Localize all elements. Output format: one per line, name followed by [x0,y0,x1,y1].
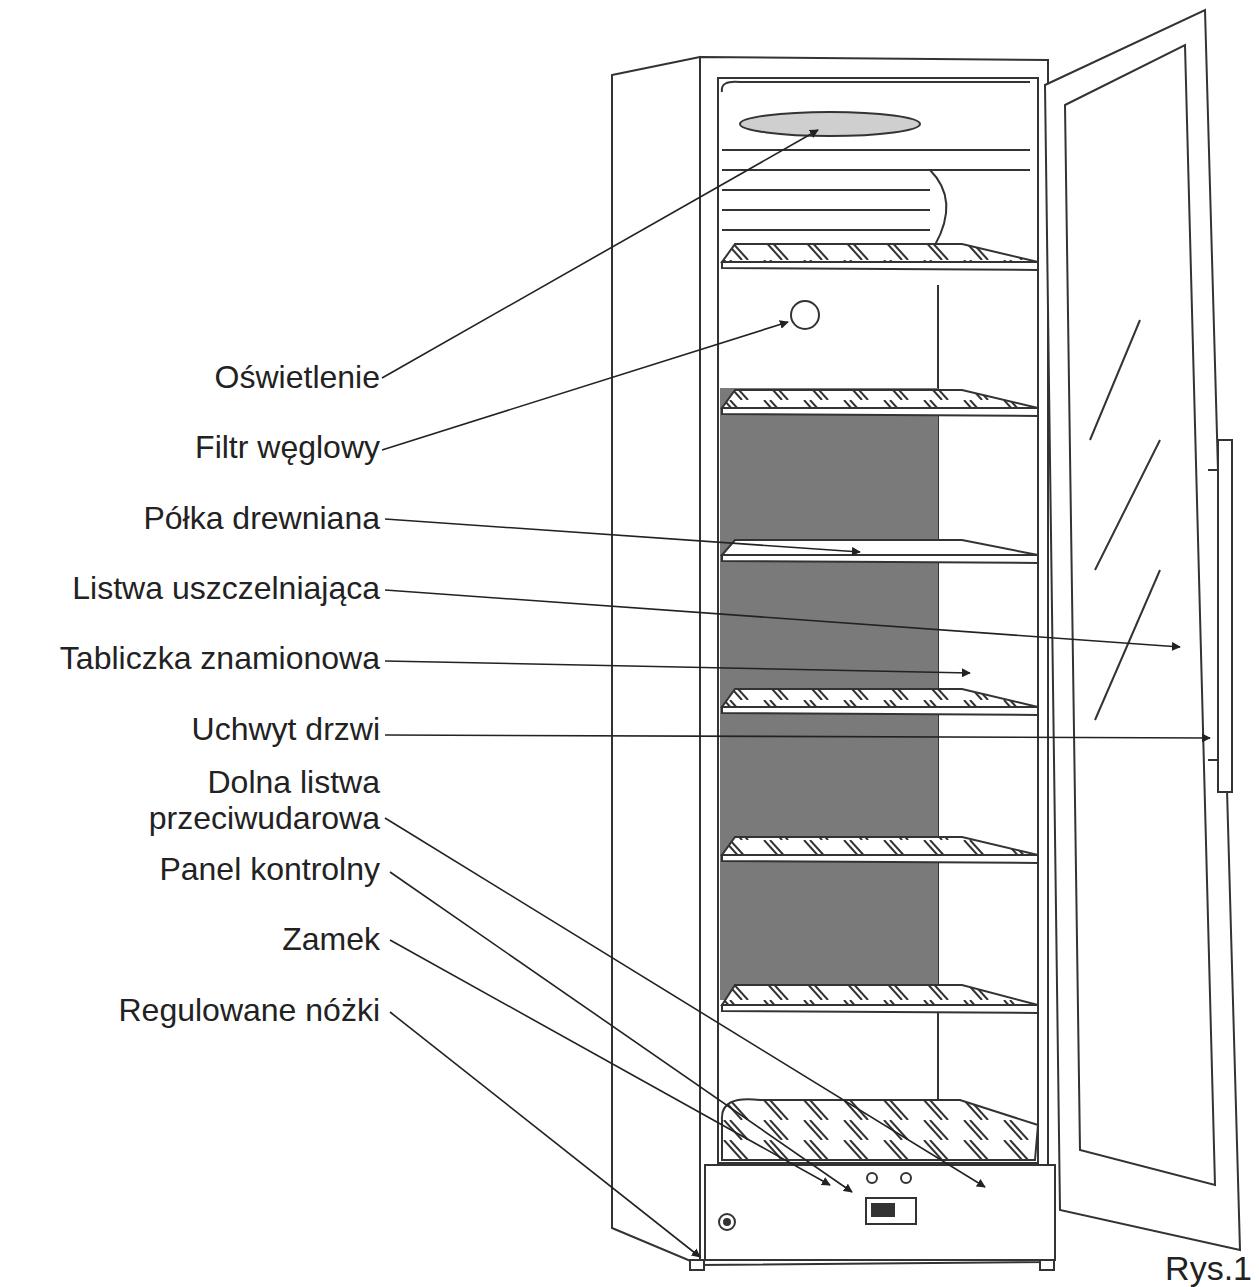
fan-grille [722,112,1030,329]
part-label: Zamek [20,921,380,957]
cabinet-base [690,1165,1055,1270]
part-label: Oświetlenie [20,359,380,395]
part-label: Listwa uszczelniająca [10,570,380,606]
shelves [722,244,1038,1160]
part-label: Panel kontrolny [20,851,380,887]
part-label: Regulowane nóżki [20,992,380,1028]
leader-lines [382,130,1210,1257]
part-label: Półka drewniana [20,500,380,536]
open-glass-door [1045,10,1240,1250]
part-label: Dolna listwa przeciwudarowa [120,764,380,836]
part-label: Tabliczka znamionowa [2,640,380,676]
cabinet-body [612,57,1048,1265]
figure-caption: Rys.1 [1165,1249,1252,1287]
part-label: Uchwyt drzwi [20,711,380,747]
part-label: Filtr węglowy [20,429,380,465]
